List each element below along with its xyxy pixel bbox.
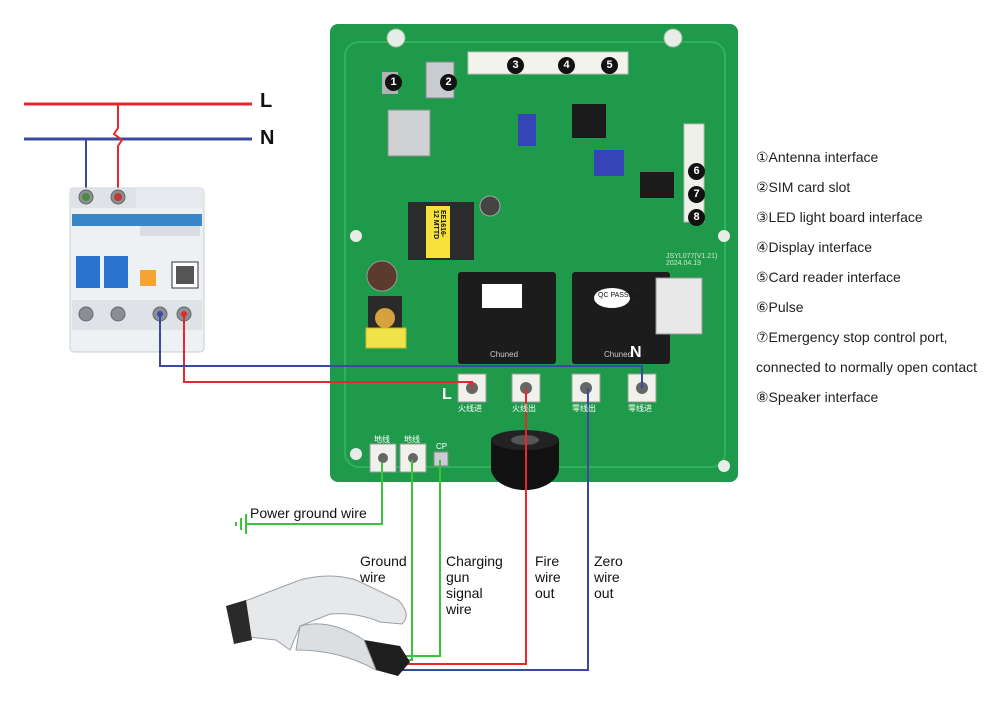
n-bus-label: N [260,127,275,149]
badge-emergency-stop: 7 [688,186,705,203]
label-power-ground-wire: Power ground wire [250,505,367,521]
label-signal-wire: Charging gun signal wire [446,553,503,617]
badge-sim: 2 [440,74,457,91]
interface-legend: ①Antenna interface ②SIM card slot ③LED l… [756,146,996,416]
relay-brand-left: Chuned [490,350,519,359]
label-fire-wire-out: Fire wire out [535,553,561,601]
legend-item-emergency-stop: ⑦Emergency stop control port, [756,329,948,345]
neutral-in-wire [159,316,643,388]
power-ground-wire [246,462,383,525]
badge-antenna: 1 [385,74,402,91]
badge-card-reader: 5 [601,57,618,74]
badge-led: 3 [507,57,524,74]
badge-display: 4 [558,57,575,74]
label-ground-wire: Ground wire [360,553,407,585]
badge-pulse: 6 [688,163,705,180]
circuit-breaker [69,187,205,353]
l-bus-label: L [260,90,273,112]
legend-item-antenna: ①Antenna interface [756,149,879,165]
legend-item-sim: ②SIM card slot [756,179,851,195]
charging-gun [226,575,410,676]
relay-stamp: QC PASSED [598,292,639,299]
signal-wire [400,460,441,657]
label-zero-wire-out: Zero wire out [594,553,623,601]
legend-item-display: ④Display interface [756,239,873,255]
transformer-label: EE1616-12 MTTD [432,210,446,240]
terminal-label-neutral-in: 零线进 [628,404,652,413]
ground-symbol [235,514,247,534]
terminal-label-live-out: 火线出 [512,404,536,413]
ground-label-2: 地线 [404,435,420,444]
live-in-wire [183,316,473,388]
relay-brand-right: Chuned [604,350,633,359]
badge-speaker: 8 [688,209,705,226]
legend-item-speaker: ⑧Speaker interface [756,389,879,405]
l-drop-wire [112,104,124,192]
terminal-n-marker: N [630,344,642,361]
zero-wire-out [396,388,589,671]
legend-item-emergency-stop-note: connected to normally open contact [756,359,978,375]
ground-label-1: 地线 [374,435,390,444]
legend-item-card-reader: ⑤Card reader interface [756,269,901,285]
legend-item-pulse: ⑥Pulse [756,299,804,315]
terminal-l-marker: L [442,386,452,403]
board-version: JSYL077(V1.21) 2024.04.19 [666,253,718,267]
terminal-label-neutral-out: 零线出 [572,404,596,413]
legend-item-led: ③LED light board interface [756,209,923,225]
cp-label: CP [436,442,448,451]
terminal-label-live-in: 火线进 [458,404,482,413]
fire-wire-out [396,388,527,665]
